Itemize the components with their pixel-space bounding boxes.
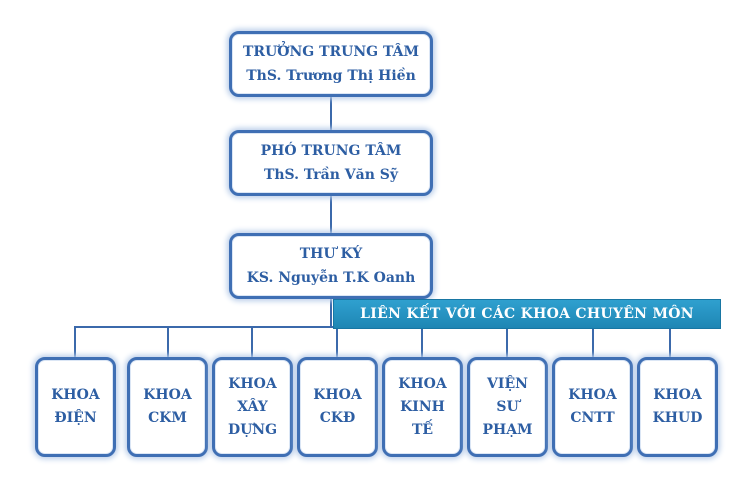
faculty-label-line: KINH <box>400 398 445 415</box>
faculty-label-line: DỰNG <box>227 421 278 438</box>
secretary-name: KS. Nguyễn T.K Oanh <box>246 270 416 286</box>
connector-vice-secretary <box>330 196 332 233</box>
faculty-box-cntt: KHOA CNTT <box>552 357 633 457</box>
faculty-label-line: KHOA <box>568 387 617 403</box>
faculty-link-banner: LIÊN KẾT VỚI CÁC KHOA CHUYÊN MÔN <box>333 299 721 329</box>
connector-secretary-bus <box>330 299 332 327</box>
secretary-title: THƯ KÝ <box>299 246 363 262</box>
connector-faculty-7 <box>592 326 594 359</box>
faculty-box-dien: KHOA ĐIỆN <box>35 357 116 457</box>
faculty-label-line: KHOA <box>51 387 100 403</box>
faculty-box-kinh-te: KHOA KINH TẾ <box>382 357 463 457</box>
vice-director-box: PHÓ TRUNG TÂM ThS. Trần Văn Sỹ <box>229 130 433 196</box>
vice-director-title: PHÓ TRUNG TÂM <box>260 143 402 159</box>
faculty-label-line: KHOA <box>143 387 192 403</box>
faculty-label-line: VIỆN <box>487 375 528 392</box>
connector-faculty-5 <box>421 326 423 359</box>
director-name: ThS. Trương Thị Hiền <box>246 68 416 84</box>
connector-faculty-8 <box>669 326 671 359</box>
faculty-label-line: KHOA <box>653 387 702 403</box>
vice-director-name: ThS. Trần Văn Sỹ <box>263 167 399 183</box>
faculty-label-line: KHOA <box>228 375 277 392</box>
connector-faculty-3 <box>251 326 253 359</box>
faculty-box-xay-dung: KHOA XÂY DỰNG <box>212 357 293 457</box>
connector-faculty-1 <box>74 326 76 359</box>
connector-faculty-4 <box>336 326 338 359</box>
connector-faculty-6 <box>506 326 508 359</box>
faculty-label-line: CKĐ <box>319 410 356 426</box>
secretary-box: THƯ KÝ KS. Nguyễn T.K Oanh <box>229 233 433 299</box>
faculty-label-line: KHOA <box>313 387 362 403</box>
faculty-label-line: KHOA <box>398 375 447 392</box>
faculty-label-line: XÂY <box>237 398 268 415</box>
faculty-label-line: KHUD <box>652 410 703 426</box>
faculty-label-line: SƯ <box>496 398 519 415</box>
faculty-label-line: CKM <box>148 410 187 426</box>
faculty-box-su-pham: VIỆN SƯ PHẠM <box>467 357 548 457</box>
director-box: TRƯỞNG TRUNG TÂM ThS. Trương Thị Hiền <box>229 31 433 97</box>
faculty-box-ckd: KHOA CKĐ <box>297 357 378 457</box>
faculty-label-line: TẾ <box>411 421 434 438</box>
director-title: TRƯỞNG TRUNG TÂM <box>243 44 419 60</box>
faculty-label-line: CNTT <box>570 410 615 426</box>
faculty-box-khud: KHOA KHUD <box>637 357 718 457</box>
faculty-box-ckm: KHOA CKM <box>127 357 208 457</box>
faculty-label-line: ĐIỆN <box>54 410 97 426</box>
connector-faculty-2 <box>167 326 169 359</box>
faculty-label-line: PHẠM <box>482 421 533 438</box>
connector-director-vice <box>330 97 332 130</box>
